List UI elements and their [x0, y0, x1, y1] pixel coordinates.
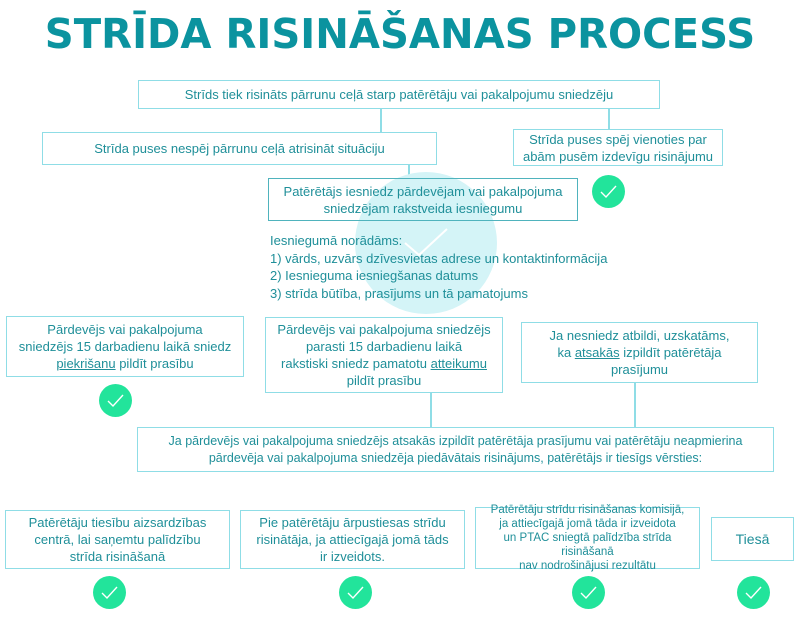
- step-consent: Pārdevējs vai pakalpojuma sniedzējs 15 d…: [6, 316, 244, 377]
- step-no-agreement-text: Strīda puses nespēj pārrunu ceļā atrisin…: [94, 141, 385, 156]
- option-commission-line: nav nodrošinājusi rezultātu: [519, 560, 656, 572]
- step-refusal-line: pildīt prasību: [346, 373, 422, 388]
- connector-line: [380, 108, 382, 133]
- consent-rest: pildīt prasību: [115, 356, 194, 371]
- check-circle-icon: [339, 576, 372, 609]
- refusal-pre: rakstiski sniedz pamatotu: [281, 356, 431, 371]
- refusal-underlined: atteikumu: [430, 356, 487, 371]
- claim-contents-list: Iesniegumā norādāms: 1) vārds, uzvārs dz…: [270, 232, 607, 302]
- step-no-response-line: ka atsakās izpildīt patērētāja: [550, 344, 730, 361]
- connector-line: [608, 108, 610, 130]
- step-no-agreement: Strīda puses nespēj pārrunu ceļā atrisin…: [42, 132, 437, 165]
- step-consent-line: sniedzējs 15 darbadienu laikā sniedz: [18, 339, 232, 354]
- option-ptac-line: centrā, lai saņemtu palīdzību: [34, 532, 201, 547]
- option-out-of-court-line: Pie patērētāju ārpustiesas strīdu: [259, 515, 446, 530]
- no-response-underlined: atsakās: [574, 345, 620, 360]
- step-escalation-line: pārdevēja vai pakalpojuma sniedzēja pied…: [208, 450, 703, 465]
- claim-contents-item: 3) strīda būtība, prasījums un tā pamato…: [270, 285, 528, 301]
- step-escalation-line: Ja pārdevējs vai pakalpojuma sniedzējs a…: [168, 433, 743, 448]
- claim-contents-heading: Iesniegumā norādāms:: [270, 233, 403, 248]
- connector-line: [408, 164, 410, 179]
- step-negotiation: Strīds tiek risināts pārrunu ceļā starp …: [138, 80, 660, 109]
- step-agreement-line: abām pusēm izdevīgu risinājumu: [522, 148, 714, 164]
- check-circle-icon: [592, 175, 625, 208]
- step-no-response-line: prasījumu: [610, 362, 669, 377]
- no-response-rest: izpildīt patērētāja: [619, 345, 722, 360]
- option-commission-line: Patērētāju strīdu risināšanas komisijā,: [490, 504, 685, 516]
- step-escalation: Ja pārdevējs vai pakalpojuma sniedzējs a…: [137, 427, 774, 472]
- option-court: Tiesā: [711, 517, 794, 561]
- step-refusal-line: rakstiski sniedz pamatotu atteikumu: [277, 355, 490, 372]
- consent-underlined: piekrišanu: [56, 356, 116, 371]
- claim-contents-item: 1) vārds, uzvārs dzīvesvietas adrese un …: [270, 250, 608, 266]
- check-circle-icon: [737, 576, 770, 609]
- option-commission-line: ja attiecīgajā jomā tāda ir izveidota: [499, 518, 676, 530]
- step-refusal-line: Pārdevējs vai pakalpojuma sniedzējs: [277, 322, 491, 337]
- step-refusal: Pārdevējs vai pakalpojuma sniedzējs para…: [265, 317, 503, 393]
- option-ptac-line: Patērētāju tiesību aizsardzības: [28, 515, 207, 530]
- step-agreement: Strīda puses spēj vienoties par abām pus…: [513, 129, 723, 166]
- option-court-text: Tiesā: [735, 530, 770, 547]
- step-consent-line: Pārdevējs vai pakalpojuma: [47, 322, 203, 337]
- check-circle-icon: [572, 576, 605, 609]
- option-out-of-court: Pie patērētāju ārpustiesas strīdu risinā…: [240, 510, 465, 569]
- page-title: STRĪDA RISINĀŠANAS PROCESS: [44, 10, 756, 58]
- step-refusal-line: parasti 15 darbadienu laikā: [305, 339, 463, 354]
- option-commission-line: un PTAC sniegtā palīdzība strīda risināš…: [503, 532, 672, 558]
- step-no-response: Ja nesniedz atbildi, uzskatāms, ka atsak…: [521, 322, 758, 383]
- step-written-claim: Patērētājs iesniedz pārdevējam vai pakal…: [268, 178, 578, 221]
- option-out-of-court-line: risinātāja, ja attiecīgajā jomā tāds: [256, 532, 449, 547]
- step-written-claim-line: sniedzējam rakstveida iesniegumu: [323, 200, 523, 216]
- claim-contents-item: 2) Iesnieguma iesniegšanas datums: [270, 268, 479, 283]
- step-consent-line: piekrišanu pildīt prasību: [19, 355, 231, 372]
- no-response-pre: ka: [557, 345, 575, 360]
- option-ptac: Patērētāju tiesību aizsardzības centrā, …: [5, 510, 230, 569]
- connector-line: [634, 382, 636, 427]
- option-out-of-court-line: ir izveidots.: [319, 549, 386, 564]
- step-no-response-line: Ja nesniedz atbildi, uzskatāms,: [549, 328, 730, 343]
- step-negotiation-text: Strīds tiek risināts pārrunu ceļā starp …: [184, 87, 614, 102]
- option-ptac-line: strīda risināšanā: [69, 549, 166, 564]
- option-commission: Patērētāju strīdu risināšanas komisijā, …: [475, 504, 700, 572]
- step-agreement-line: Strīda puses spēj vienoties par: [529, 131, 707, 147]
- check-watermark-icon: [355, 172, 497, 314]
- step-written-claim-line: Patērētājs iesniedz pārdevējam vai pakal…: [283, 183, 563, 199]
- check-circle-icon: [93, 576, 126, 609]
- connector-line: [430, 393, 432, 427]
- check-circle-icon: [99, 384, 132, 417]
